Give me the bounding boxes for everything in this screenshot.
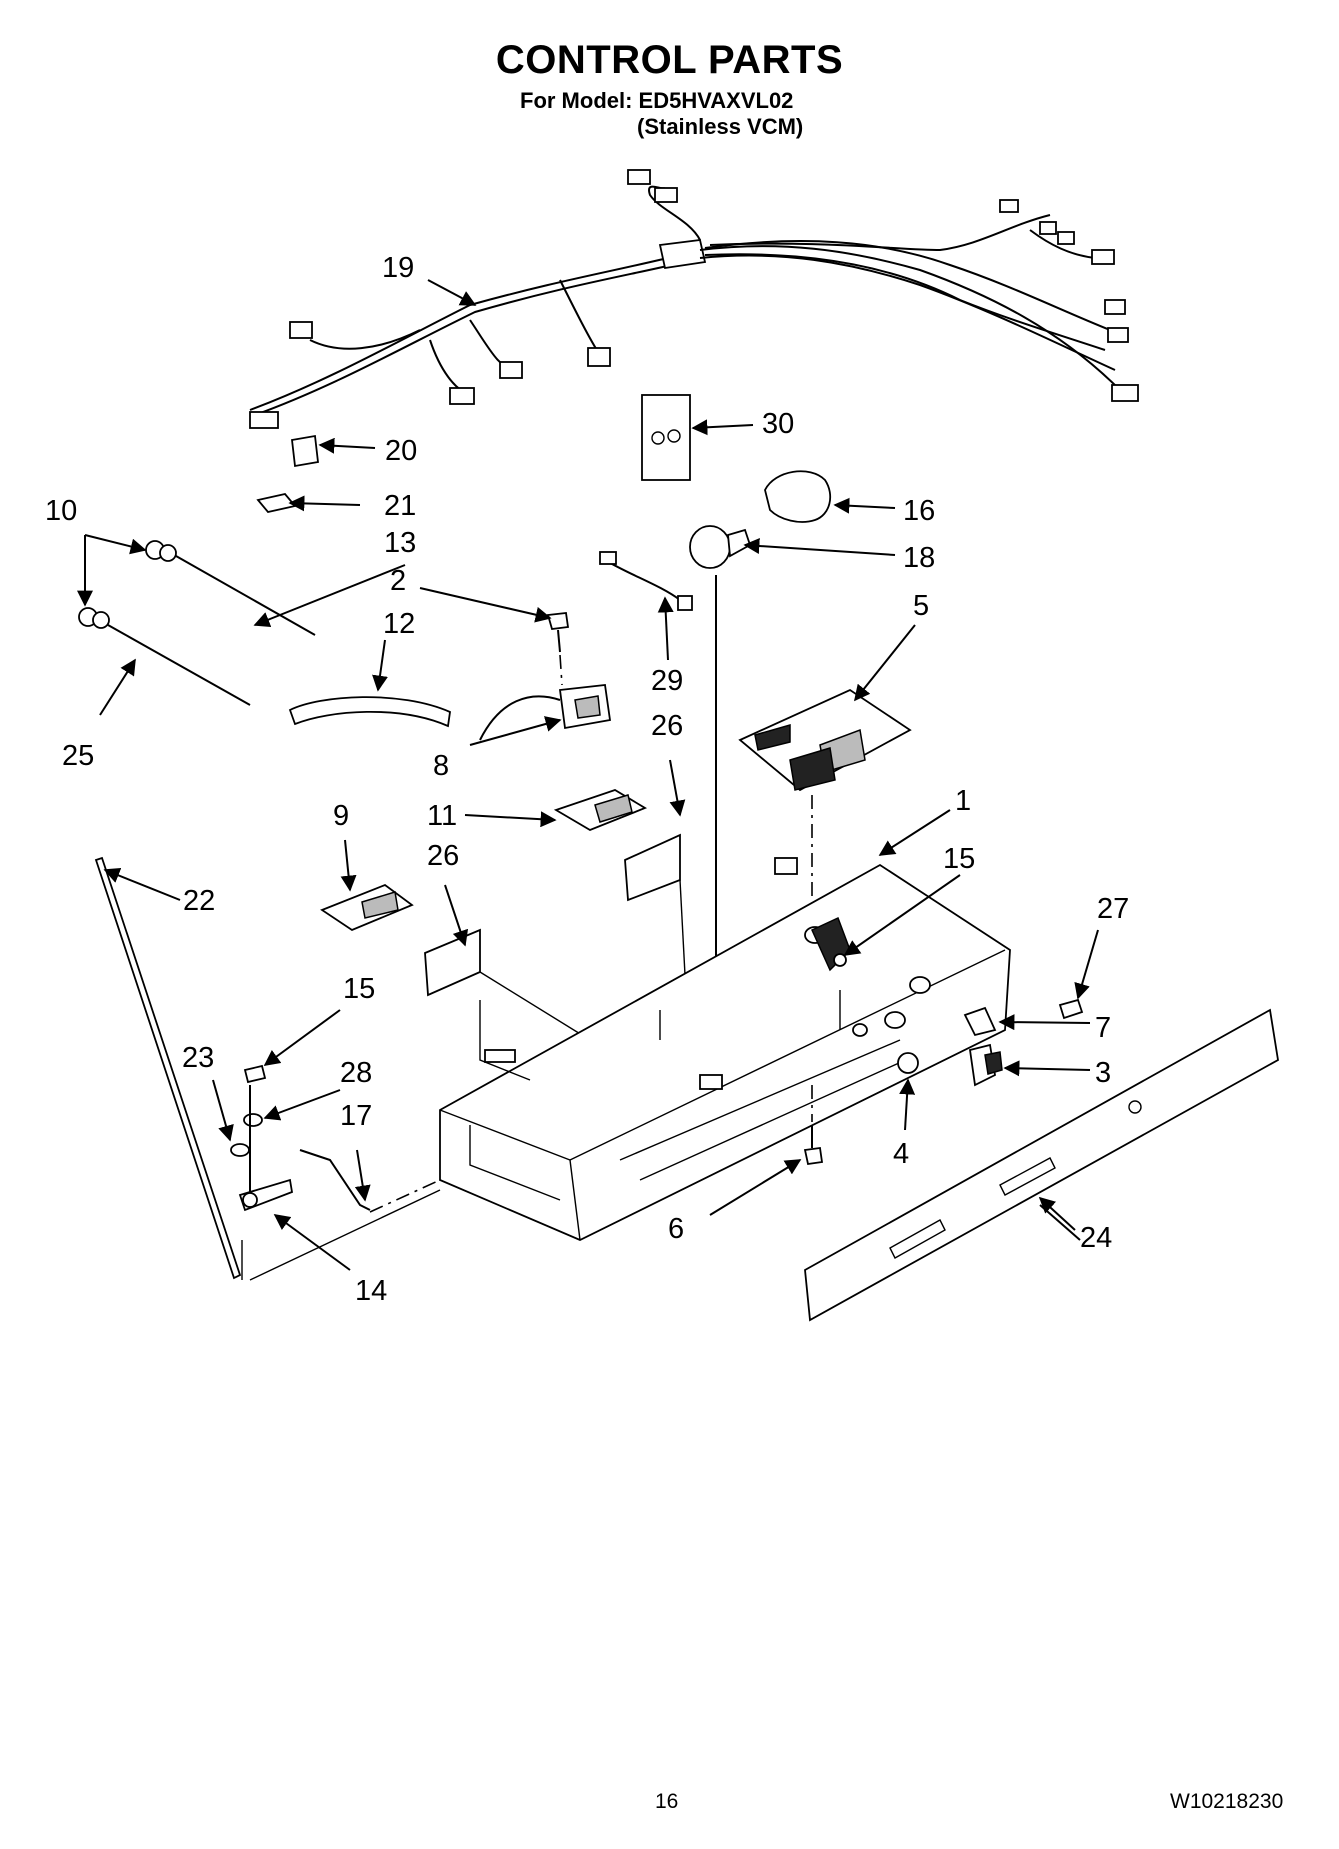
- callout-1: 1: [955, 785, 971, 817]
- callout-11: 11: [427, 800, 457, 832]
- harness-connector-icon: [1039, 221, 1057, 235]
- screw-part-icon: [243, 1064, 267, 1084]
- screw-part-icon: [803, 1146, 824, 1166]
- socket-part-icon: [764, 470, 832, 523]
- washer-part-icon: [243, 1113, 263, 1127]
- gasket-part-icon: [641, 394, 691, 481]
- harness-connector-icon: [1111, 384, 1139, 402]
- bulb-part-icon: [689, 525, 731, 569]
- harness-connector-icon: [587, 347, 611, 367]
- callout-23: 23: [182, 1042, 214, 1074]
- callout-22: 22: [183, 885, 215, 917]
- wire-harness: [249, 169, 1139, 429]
- callout-labels: 19 20 21 30 16 18 10 13 2 12 25 8 29 26 …: [45, 252, 1129, 1307]
- callout-6: 6: [668, 1213, 684, 1245]
- label-sticker-icon: [424, 928, 481, 997]
- clip-part-icon: [291, 434, 319, 468]
- wire-connector-icon: [677, 595, 693, 611]
- callout-14: 14: [355, 1275, 387, 1307]
- harness-connector-icon: [627, 169, 651, 185]
- callout-28: 28: [340, 1057, 372, 1089]
- tube-part-icon: [288, 696, 451, 728]
- screw-part-icon: [1058, 998, 1084, 1020]
- harness-connector-icon: [654, 187, 678, 203]
- control-housing: [439, 857, 1011, 1241]
- callout-13: 13: [384, 527, 416, 559]
- harness-connector-icon: [1107, 327, 1129, 343]
- callout-4: 4: [893, 1138, 909, 1170]
- control-board-icon: [738, 688, 912, 792]
- callout-20: 20: [385, 435, 417, 467]
- harness-connector-icon: [449, 387, 475, 405]
- harness-connector-icon: [499, 361, 523, 379]
- callout-29: 29: [651, 665, 683, 697]
- callout-5: 5: [913, 590, 929, 622]
- harness-connector-icon: [1091, 249, 1115, 265]
- callout-24: 24: [1080, 1222, 1112, 1254]
- page-number: 16: [655, 1790, 679, 1813]
- callout-17: 17: [340, 1100, 372, 1132]
- variant-line: (Stainless VCM): [637, 114, 804, 139]
- callout-2: 2: [390, 565, 406, 597]
- bar-part-icon: [94, 856, 242, 1280]
- callout-8: 8: [433, 750, 449, 782]
- harness-connector-icon: [249, 411, 279, 429]
- callout-15a: 15: [943, 843, 975, 875]
- callout-27: 27: [1097, 893, 1129, 925]
- wire-connector-icon: [599, 551, 617, 565]
- washer-part-icon: [230, 1143, 250, 1157]
- callout-18: 18: [903, 542, 935, 574]
- harness-connector-icon: [999, 199, 1019, 213]
- callout-7: 7: [1095, 1012, 1111, 1044]
- callout-19: 19: [382, 252, 414, 284]
- callout-12: 12: [383, 608, 415, 640]
- callout-10: 10: [45, 495, 77, 527]
- harness-connector-icon: [1104, 299, 1126, 315]
- model-line: For Model: ED5HVAXVL02: [520, 88, 794, 113]
- callout-16: 16: [903, 495, 935, 527]
- harness-connector-icon: [1057, 231, 1075, 245]
- callout-26b: 26: [427, 840, 459, 872]
- callout-26a: 26: [651, 710, 683, 742]
- knob-part-icon: [963, 1006, 997, 1037]
- plug-part-icon: [897, 1052, 919, 1074]
- page-title: CONTROL PARTS: [495, 38, 844, 82]
- harness-connector-icon: [289, 321, 313, 339]
- callout-21: 21: [384, 490, 416, 522]
- screw-part-icon: [546, 612, 570, 630]
- leader-arrows: [77, 279, 1099, 1271]
- document-number: W10218230: [1170, 1790, 1284, 1813]
- callout-3: 3: [1095, 1057, 1111, 1089]
- callout-9: 9: [333, 800, 349, 832]
- retainer-part-icon: [256, 493, 297, 513]
- callout-30: 30: [762, 408, 794, 440]
- callout-15b: 15: [343, 973, 375, 1005]
- label-sticker-icon: [624, 833, 681, 902]
- callout-25: 25: [62, 740, 94, 772]
